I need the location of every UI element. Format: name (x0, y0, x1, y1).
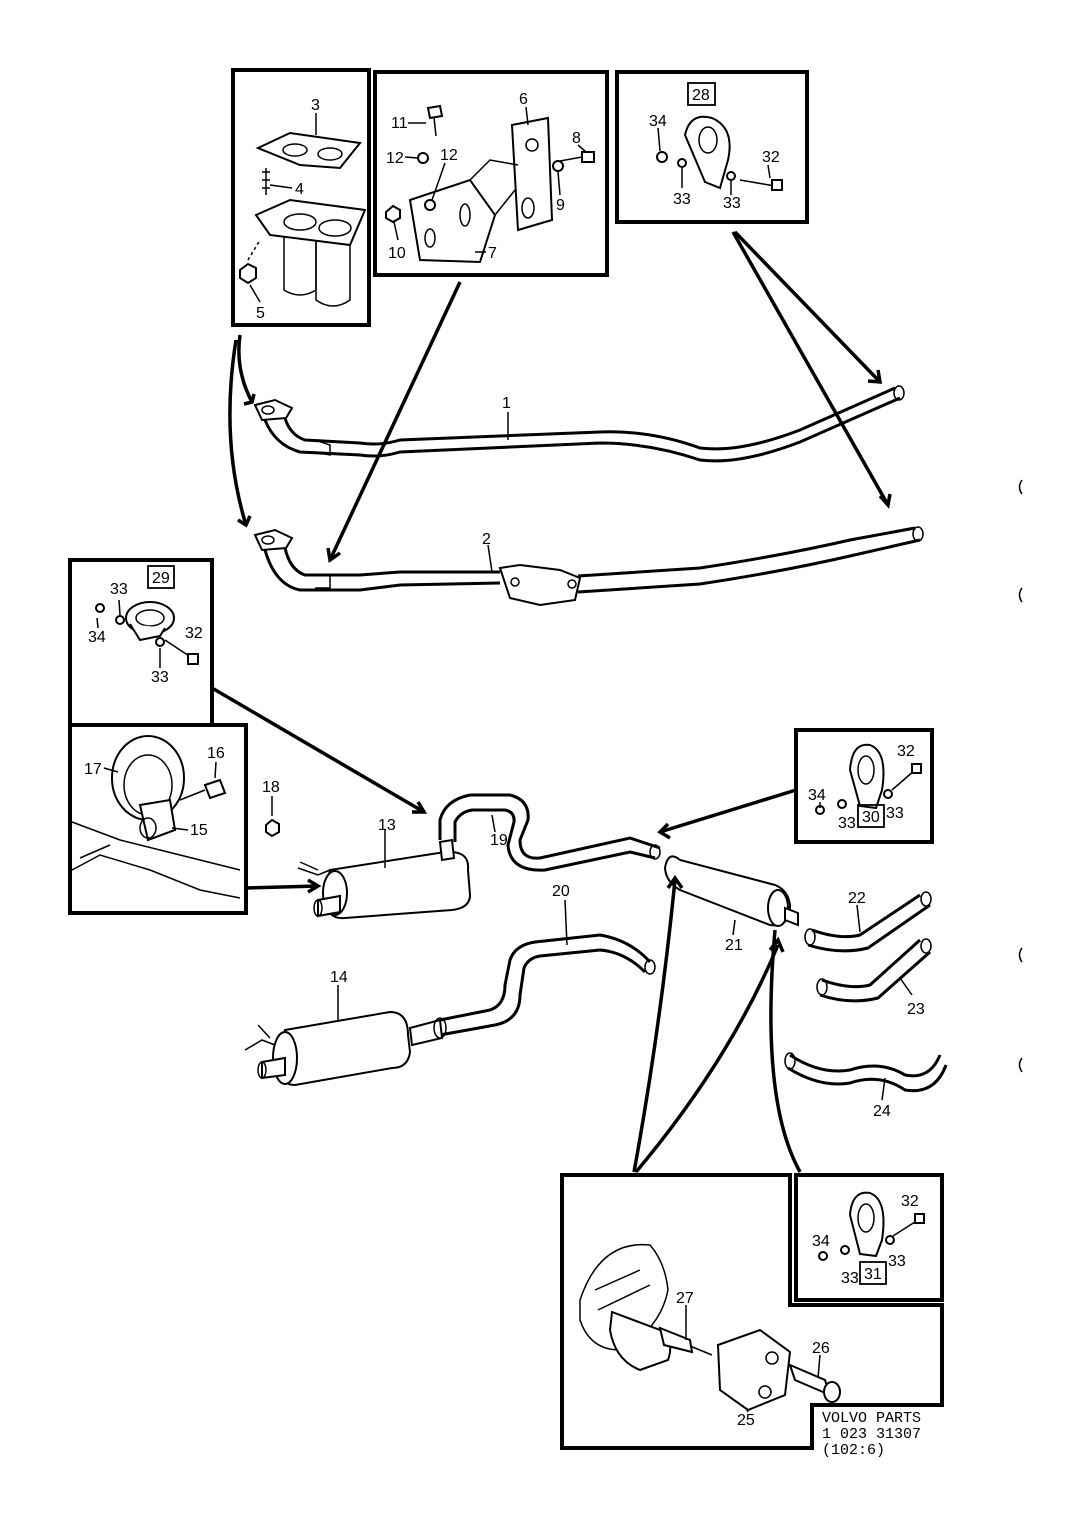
callout-19: 19 (490, 832, 508, 849)
callout-b30-33a: 33 (838, 815, 856, 832)
callout-b28-33b: 33 (723, 195, 741, 212)
callout-28: 28 (692, 87, 710, 104)
callout-7: 7 (488, 245, 497, 262)
callout-b30-33b: 33 (886, 805, 904, 822)
silencer-14: 14 (244, 969, 447, 1087)
callout-20: 20 (552, 883, 570, 900)
detail-box-clamp-28: 28 34 33 33 32 (615, 70, 809, 224)
callout-b29-32: 32 (185, 625, 203, 642)
callout-b31-34: 34 (812, 1233, 830, 1250)
callout-22: 22 (848, 890, 866, 907)
detail-box-clamp-29: 29 33 34 32 33 (68, 558, 214, 727)
callout-4: 4 (295, 181, 304, 198)
callout-15: 15 (190, 822, 208, 839)
callout-31: 31 (864, 1266, 882, 1283)
callout-11: 11 (391, 115, 408, 132)
callout-b28-32: 32 (762, 149, 780, 166)
callout-24: 24 (873, 1103, 891, 1120)
callout-29: 29 (152, 570, 170, 587)
tailpipe-22: 22 (804, 890, 932, 953)
front-pipe-2: 2 (253, 526, 924, 607)
callout-b31-32: 32 (901, 1193, 919, 1210)
tailpipe-24: 24 (784, 1052, 948, 1120)
callout-13: 13 (378, 817, 396, 834)
detail-box-bracket: 6 11 12 12 8 9 10 7 (373, 70, 609, 277)
callout-5: 5 (256, 305, 265, 322)
callout-21: 21 (725, 937, 743, 954)
callout-14: 14 (330, 969, 348, 986)
stamp-line-2: 1 023 31307 (822, 1426, 921, 1443)
callout-25: 25 (737, 1412, 755, 1429)
middle-arrows (211, 686, 797, 894)
callout-18: 18 (262, 779, 280, 796)
callout-1: 1 (502, 395, 511, 412)
callout-12a: 12 (386, 150, 404, 167)
callout-8: 8 (572, 130, 581, 147)
callout-26: 26 (812, 1340, 830, 1357)
detail-box-clamp-31: 31 34 33 33 32 (794, 1173, 944, 1302)
margin-marks (1018, 479, 1023, 1073)
detail-box-sensor: 27 26 25 (560, 1173, 944, 1450)
callout-23: 23 (907, 1001, 925, 1018)
detail-box-flange: 3 4 5 (231, 68, 371, 327)
stamp-line-3: (102:6) (822, 1442, 885, 1459)
callout-17: 17 (84, 761, 102, 778)
callout-b28-34: 34 (649, 113, 667, 130)
callout-6: 6 (519, 91, 528, 108)
stamp-line-1: VOLVO PARTS (822, 1410, 921, 1427)
catalog-stamp: VOLVO PARTS 1 023 31307 (102:6) (822, 1410, 921, 1459)
pipe-19: 19 (438, 793, 661, 872)
callout-b30-32: 32 (897, 743, 915, 760)
callout-b31-33a: 33 (841, 1270, 859, 1287)
callout-3: 3 (311, 97, 320, 114)
callout-10: 10 (388, 245, 406, 262)
callout-b30-34: 34 (808, 787, 826, 804)
detail-box-mount: 17 16 15 (68, 723, 248, 915)
callout-16: 16 (207, 745, 225, 762)
nut-18: 18 (262, 779, 280, 838)
silencer-21: 21 (663, 855, 799, 954)
callout-b29-33b: 33 (151, 669, 169, 686)
top-arrows (228, 230, 892, 564)
callout-b31-33b: 33 (888, 1253, 906, 1270)
callout-30: 30 (862, 809, 880, 826)
callout-27: 27 (676, 1290, 694, 1307)
callout-2: 2 (482, 531, 491, 548)
callout-b28-33a: 33 (673, 191, 691, 208)
callout-9: 9 (556, 197, 565, 214)
detail-box-clamp-30: 30 34 33 33 32 (794, 728, 934, 844)
silencer-13: 13 (297, 817, 472, 920)
callout-b29-34: 34 (88, 629, 106, 646)
front-pipe-1: 1 (253, 385, 905, 463)
tailpipe-23: 23 (816, 938, 932, 1018)
callout-12b: 12 (440, 147, 458, 164)
bottom-arrows (632, 874, 802, 1174)
pipe-20: 20 (439, 883, 656, 1037)
callout-b29-33a: 33 (110, 581, 128, 598)
